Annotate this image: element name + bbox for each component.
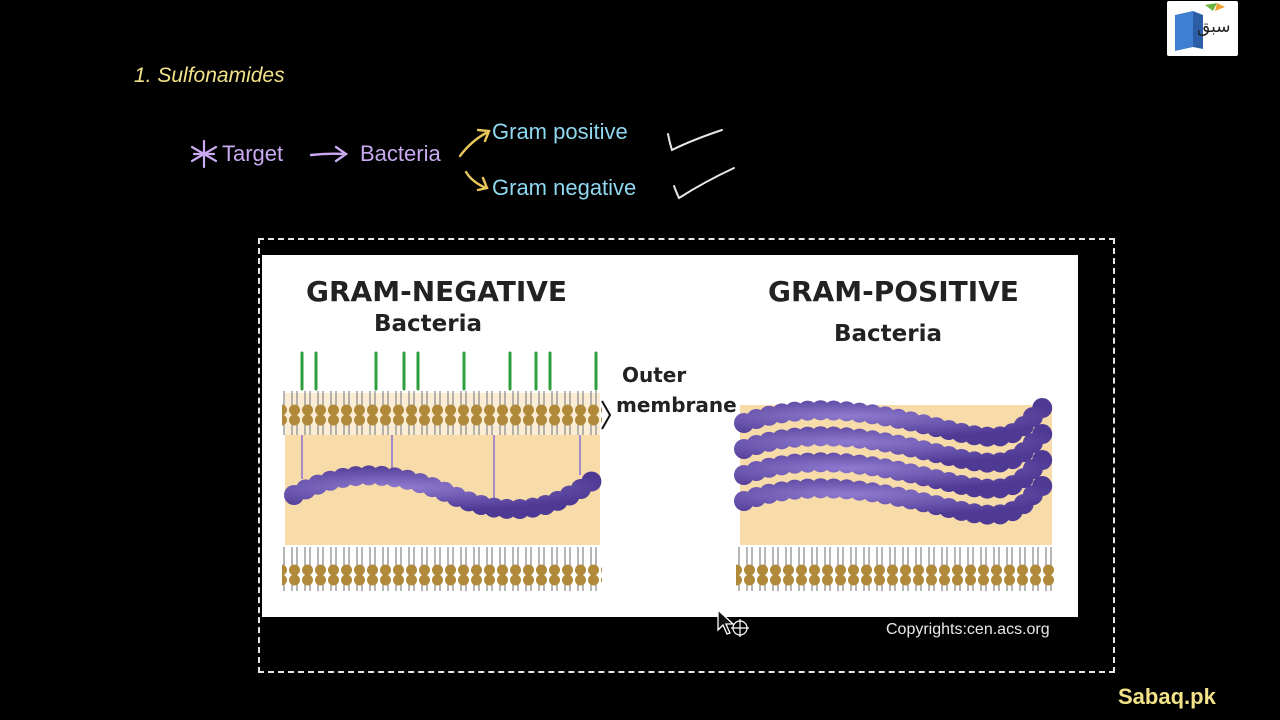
copyright-text: Copyrights:cen.acs.org <box>886 621 1050 638</box>
outer-membrane-label-line2: membrane <box>616 393 737 417</box>
target-label: Target <box>222 141 284 166</box>
slide-heading: 1. Sulfonamides <box>134 64 285 87</box>
gram-negative-title: GRAM-NEGATIVE <box>306 275 568 308</box>
gram-positive-title: GRAM-POSITIVE <box>768 275 1019 308</box>
gram-positive-subtitle: Bacteria <box>834 321 943 347</box>
logo-text: سبق <box>1197 17 1231 37</box>
bacteria-label: Bacteria <box>360 141 441 166</box>
figure-frame <box>258 238 1115 673</box>
gram-negative-subtitle: Bacteria <box>374 311 483 337</box>
sabaq-logo: سبق <box>1167 1 1238 56</box>
checkmark-icon <box>673 167 735 200</box>
book-logo-icon <box>1175 3 1225 51</box>
outer-membrane-label-line1: Outer <box>622 363 687 387</box>
bacteria-wall-figure: GRAM-NEGATIVE Bacteria GRAM-POSITIVE Bac… <box>262 255 1078 617</box>
mouse-cursor-icon <box>717 608 749 637</box>
site-brand: Sabaq.pk <box>1118 684 1216 709</box>
checkmark-icon <box>667 129 723 152</box>
gram-positive-label: Gram positive <box>492 119 628 144</box>
arrow-icon <box>309 145 349 163</box>
cell-wall-diagram <box>282 351 1056 591</box>
branch-arrows-icon <box>458 128 491 192</box>
star-icon <box>190 139 218 169</box>
gram-negative-label: Gram negative <box>492 175 637 200</box>
